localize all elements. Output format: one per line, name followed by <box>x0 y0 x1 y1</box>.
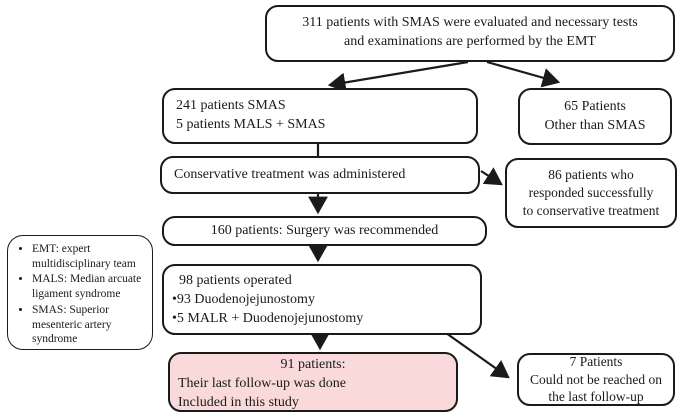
evaluated-patients-line1: 311 patients with SMAS were evaluated an… <box>302 15 638 30</box>
operated-patients-line3: •5 MALR + Duodenojejunostomy <box>172 310 364 326</box>
arrow-conservative-to-responded <box>480 167 503 186</box>
legend-item-emt: EMT: expert multidisciplinary team <box>32 242 148 271</box>
followup-done-line3: Included in this study <box>178 394 299 410</box>
abbreviations-list: EMT: expert multidisciplinary team MALS:… <box>10 242 148 347</box>
unreached-patients-line2: Could not be reached on <box>530 371 662 387</box>
followup-done-box: 91 patients: Their last follow-up was do… <box>168 352 458 412</box>
other-than-smas-line1: 65 Patients <box>564 98 626 114</box>
other-than-smas-line2: Other than SMAS <box>544 117 646 133</box>
evaluated-patients-box: 311 patients with SMAS were evaluated an… <box>265 5 675 62</box>
unreached-patients-box: 7 Patients Could not be reached on the l… <box>517 353 675 406</box>
unreached-patients-line3: the last follow-up <box>548 389 644 405</box>
abbreviations-legend-box: EMT: expert multidisciplinary team MALS:… <box>7 235 153 350</box>
responded-patients-line3: to conservative treatment <box>522 203 660 219</box>
conservative-treatment-line1: Conservative treatment was administered <box>174 166 406 182</box>
surgery-recommended-line1: 160 patients: Surgery was recommended <box>210 222 439 238</box>
smas-patients-box: 241 patients SMAS 5 patients MALS + SMAS <box>162 88 478 144</box>
evaluated-patients-line2: and examinations are performed by the EM… <box>344 33 596 49</box>
operated-patients-box: 98 patients operated •93 Duodenojejunost… <box>162 264 482 335</box>
other-than-smas-box: 65 Patients Other than SMAS <box>518 88 672 145</box>
smas-patients-line2: 5 patients MALS + SMAS <box>176 116 326 132</box>
followup-done-line2: Their last follow-up was done <box>178 375 346 391</box>
responded-patients-box: 86 patients who responded successfully t… <box>505 158 677 228</box>
arrow-top-to-smas <box>327 60 469 93</box>
smas-patients-line1: 241 patients SMAS <box>176 98 286 113</box>
surgery-recommended-box: 160 patients: Surgery was recommended <box>162 216 487 246</box>
legend-item-smas: SMAS: Superior mesenteric artery syndrom… <box>32 303 148 347</box>
legend-item-mals: MALS: Median arcuate ligament syndrome <box>32 272 148 301</box>
arrow-top-to-other <box>486 60 561 88</box>
operated-patients-line2: •93 Duodenojejunostomy <box>172 291 315 307</box>
responded-patients-line1: 86 patients who <box>548 166 634 182</box>
operated-patients-line1: 98 patients operated <box>179 273 292 288</box>
conservative-treatment-box: Conservative treatment was administered <box>160 156 480 194</box>
responded-patients-line2: responded successfully <box>528 184 654 200</box>
followup-done-line1: 91 patients: <box>280 357 346 372</box>
unreached-patients-line1: 7 Patients <box>569 354 623 370</box>
